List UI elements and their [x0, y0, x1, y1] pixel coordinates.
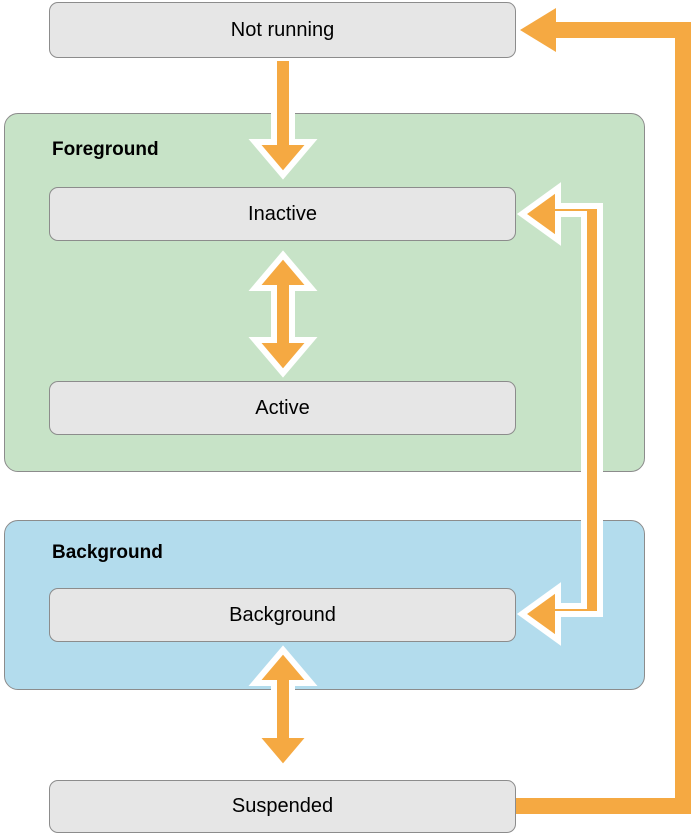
arrow-suspended-to-not-running [512, 8, 691, 814]
state-box-suspended[interactable]: Suspended [49, 780, 516, 833]
state-box-active[interactable]: Active [49, 381, 516, 435]
arrow-background-inactive-bidirectional [516, 182, 603, 646]
state-box-background[interactable]: Background [49, 588, 516, 642]
group-foreground-title: Foreground [52, 139, 159, 160]
state-label-active: Active [255, 396, 310, 419]
state-box-not-running[interactable]: Not running [49, 2, 516, 58]
arrow-inactive-active-bidirectional [248, 250, 318, 378]
state-label-inactive: Inactive [248, 202, 317, 225]
arrow-not-running-to-inactive [248, 55, 318, 180]
state-label-suspended: Suspended [231, 795, 334, 817]
arrow-background-suspended-bidirectional [248, 645, 318, 773]
group-background-title: Background [52, 542, 163, 563]
state-box-inactive[interactable]: Inactive [49, 187, 516, 241]
state-label-not-running: Not running [230, 18, 335, 41]
state-label-background: Background [229, 603, 336, 626]
